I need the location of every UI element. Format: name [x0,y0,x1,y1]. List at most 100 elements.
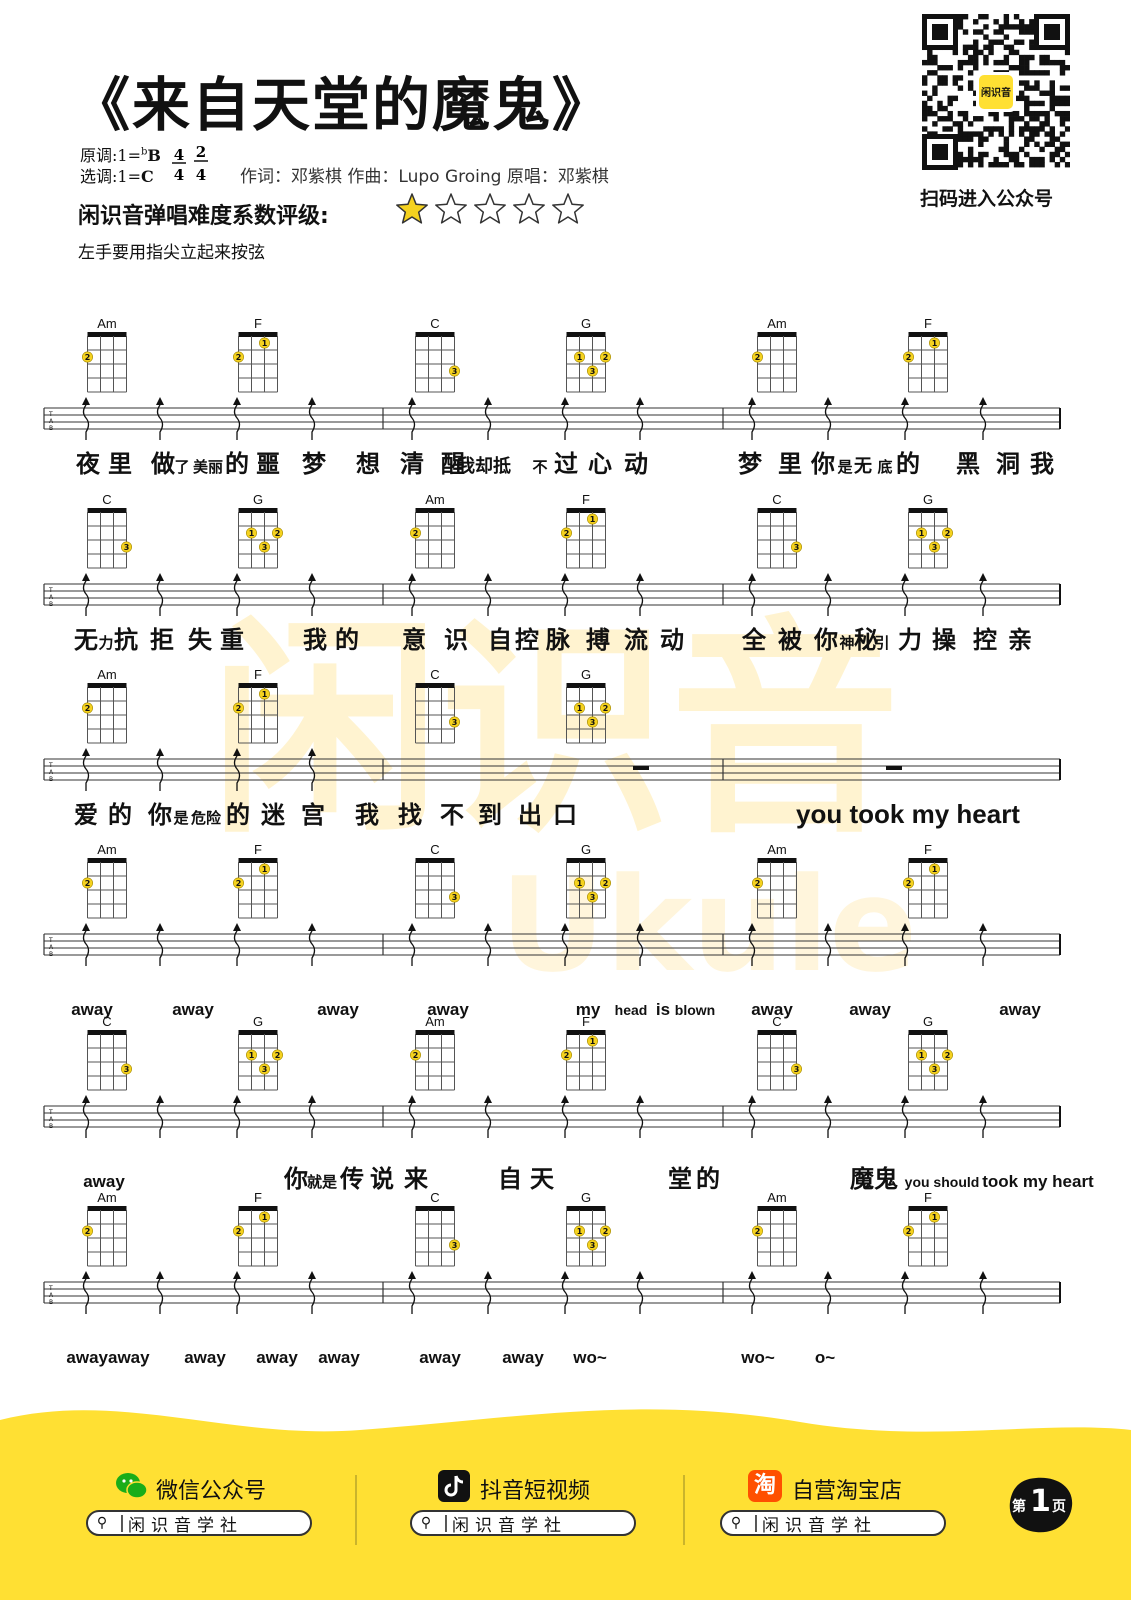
playing-tip: 左手要用指尖立起来按弦 [78,243,265,263]
strum-mark [824,397,832,440]
finger-dot [560,1049,572,1061]
tab-staff: TAB [43,748,1061,791]
strum-mark [156,923,164,966]
footer-wechat-search[interactable]: ⚲|闲识音学社 [86,1510,312,1536]
lyric: 里 [108,450,132,478]
chord-diagram-F: F21 [902,842,948,919]
lyric: 你 [147,801,172,829]
finger-dot [258,541,270,553]
finger-dot [233,877,245,889]
chord-diagram-Am: Am2 [82,1190,127,1267]
finger-number: 2 [85,353,91,362]
lyric: 你 [283,1165,308,1193]
lyric: 底 [877,458,892,476]
finger-number: 3 [262,543,268,552]
svg-text:B: B [49,1299,53,1306]
difficulty-stars [396,193,584,224]
lyric: 梦 [738,450,763,478]
lyric: head [615,1002,648,1018]
finger-dot [82,877,94,889]
chord-diagram-F: F21 [233,1190,278,1267]
lyric: 的 [896,450,920,478]
svg-text:A: A [49,1116,54,1123]
footer-douyin-search[interactable]: ⚲|闲识音学社 [410,1510,636,1536]
lyric: 噩 [256,450,280,478]
finger-dot [246,1049,258,1061]
time-sig-1-top: 4 [174,146,184,164]
lyric: 是 [172,809,189,827]
strum-mark [901,1271,909,1314]
finger-number: 3 [794,543,800,552]
strum-mark [636,573,644,616]
lyric: 被 [778,626,802,654]
finger-number: 2 [275,529,281,538]
chord-name: C [430,667,439,682]
finger-dot [573,877,585,889]
qr-code: 闲识音 [922,14,1070,170]
chord-diagram-C: C3 [757,1014,802,1091]
finger-dot [246,527,258,539]
lyric: 清 [400,450,424,478]
finger-dot [573,351,585,363]
lyric: away [71,1000,113,1019]
star-empty-icon [474,193,506,224]
lyric: away [83,1172,125,1191]
strum-mark [408,397,416,440]
lyric: 醒 [441,450,465,478]
lyric: 的 [225,450,249,478]
finger-dot [560,527,572,539]
finger-dot [928,1063,940,1075]
chord-diagram-Am: Am2 [751,1190,797,1267]
lyric: 亲 [1008,626,1032,654]
finger-dot [586,1035,598,1047]
chord-diagram-C: C3 [87,492,133,569]
chord-name: G [581,842,591,857]
finger-number: 1 [577,879,583,888]
finger-dot [258,337,270,349]
finger-number: 2 [603,353,609,362]
lyric: 脉 [545,626,571,654]
finger-dot [233,351,245,363]
strum-mark [748,573,756,616]
strum-mark [408,923,416,966]
finger-number: 3 [452,718,458,727]
finger-dot [573,1225,585,1237]
lyric: 我 [1030,450,1054,478]
lyric: 动 [660,626,684,654]
chord-diagram-C: C3 [757,492,802,569]
strum-mark [484,397,492,440]
finger-dot [928,863,940,875]
search-icon: ⚲ [420,1515,432,1531]
strum-mark [233,397,241,440]
chord-diagram-Am: Am2 [751,316,797,393]
strum-mark [308,1095,316,1138]
original-key: 原调:1=bB [80,142,161,166]
finger-number: 2 [564,1051,570,1060]
chord-diagram-Am: Am2 [409,492,455,569]
lyric: wo~ [740,1348,775,1367]
lyric: away [849,1000,891,1019]
lyric: 秘 [854,626,878,654]
chord-name: C [102,492,111,507]
lyric: 的 [335,626,359,654]
finger-number: 2 [603,879,609,888]
lyric: 就是 [307,1173,338,1191]
footer-taobao-search[interactable]: ⚲|闲识音学社 [720,1510,946,1536]
finger-dot [121,1063,133,1075]
lyric: 动 [624,450,648,478]
lyric: 找 [398,801,422,829]
finger-dot [448,716,460,728]
finger-number: 1 [577,353,583,362]
strum-mark [824,1271,832,1314]
tab-clef: T [48,937,53,944]
lyric: 爱 [74,801,98,829]
finger-dot [902,351,914,363]
strum-mark [484,573,492,616]
finger-number: 1 [577,1227,583,1236]
svg-text:A: A [49,944,54,951]
lyric: 过 [554,450,578,478]
chord-diagram-Am: Am2 [751,842,797,919]
lyric: 我却抵 [457,455,511,477]
